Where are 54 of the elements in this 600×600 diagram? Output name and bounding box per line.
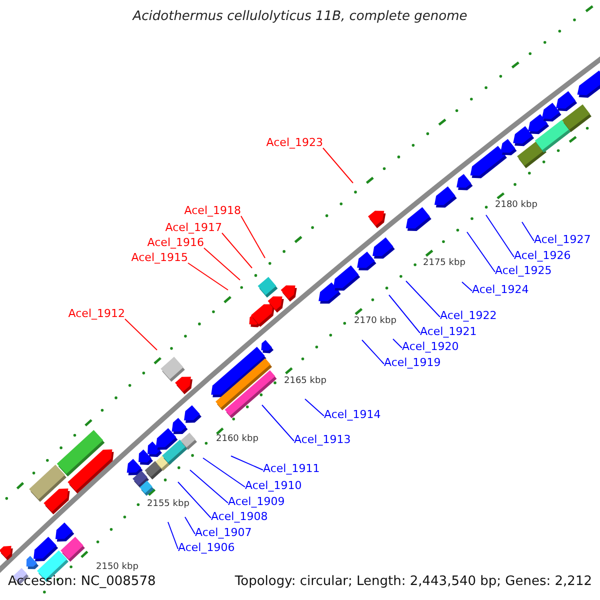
leader-line bbox=[322, 148, 354, 184]
scale-label: 2170 kbp bbox=[354, 316, 396, 326]
leader-line bbox=[124, 318, 158, 350]
leader-line bbox=[230, 456, 264, 470]
leader-line bbox=[304, 398, 324, 416]
leader-line bbox=[462, 282, 472, 292]
gene-label: Acel_1918 bbox=[184, 204, 241, 218]
scale-label: 2165 kbp bbox=[284, 376, 326, 386]
gene-label: Acel_1915 bbox=[131, 251, 188, 265]
gene-label: Acel_1922 bbox=[440, 309, 497, 323]
gene-label: Acel_1926 bbox=[514, 249, 571, 263]
gene-label: Acel_1912 bbox=[68, 307, 125, 321]
leader-line bbox=[240, 216, 266, 258]
leader-line bbox=[362, 340, 384, 364]
leader-line bbox=[184, 516, 196, 534]
leader-line bbox=[202, 458, 246, 488]
gene-label: Acel_1919 bbox=[384, 356, 441, 370]
gene-label: Acel_1914 bbox=[324, 408, 381, 422]
gene-label: Acel_1923 bbox=[266, 136, 323, 150]
scale-label: 2150 kbp bbox=[96, 562, 138, 572]
gene-label: Acel_1906 bbox=[178, 541, 235, 555]
leader-line bbox=[178, 482, 212, 518]
footer-text: Accession: NC_008578 bbox=[8, 574, 156, 589]
scale-label: 2175 kbp bbox=[423, 258, 466, 268]
leader-line bbox=[466, 232, 496, 272]
gene-label: Acel_1908 bbox=[211, 510, 268, 524]
gene-label: Acel_1920 bbox=[402, 340, 459, 354]
leader-line bbox=[190, 470, 228, 504]
leader-line bbox=[188, 262, 228, 290]
gene-label: Acel_1925 bbox=[495, 264, 552, 278]
leader-line bbox=[388, 294, 420, 334]
gene-label: Acel_1913 bbox=[294, 433, 351, 447]
gene-label: Acel_1916 bbox=[147, 236, 204, 250]
gene-label: Acel_1927 bbox=[534, 233, 591, 247]
scale-label: 2180 kbp bbox=[495, 200, 538, 210]
leader-line bbox=[486, 214, 514, 258]
scale-label: 2160 kbp bbox=[216, 434, 258, 444]
gene-label: Acel_1911 bbox=[263, 462, 320, 476]
leader-line bbox=[262, 404, 294, 442]
scale-label: 2155 kbp bbox=[147, 499, 190, 509]
footer-text: Topology: circular; Length: 2,443,540 bp; Genes: 2,212 bbox=[234, 574, 592, 589]
leader-line bbox=[204, 248, 240, 280]
leader-line bbox=[168, 522, 178, 550]
leader-line bbox=[222, 232, 252, 268]
leader-line bbox=[392, 338, 402, 348]
leader-line bbox=[406, 280, 440, 318]
gene-label: Acel_1917 bbox=[165, 221, 222, 235]
gene-label: Acel_1910 bbox=[245, 479, 302, 493]
gene-label: Acel_1909 bbox=[228, 495, 285, 509]
gene-label: Acel_1924 bbox=[472, 283, 529, 297]
gene-label: Acel_1907 bbox=[195, 526, 252, 540]
leader-line bbox=[522, 222, 534, 242]
gene-label: Acel_1921 bbox=[420, 325, 477, 339]
title: Acidothermus cellulolyticus 11B, complete genome bbox=[131, 9, 468, 24]
